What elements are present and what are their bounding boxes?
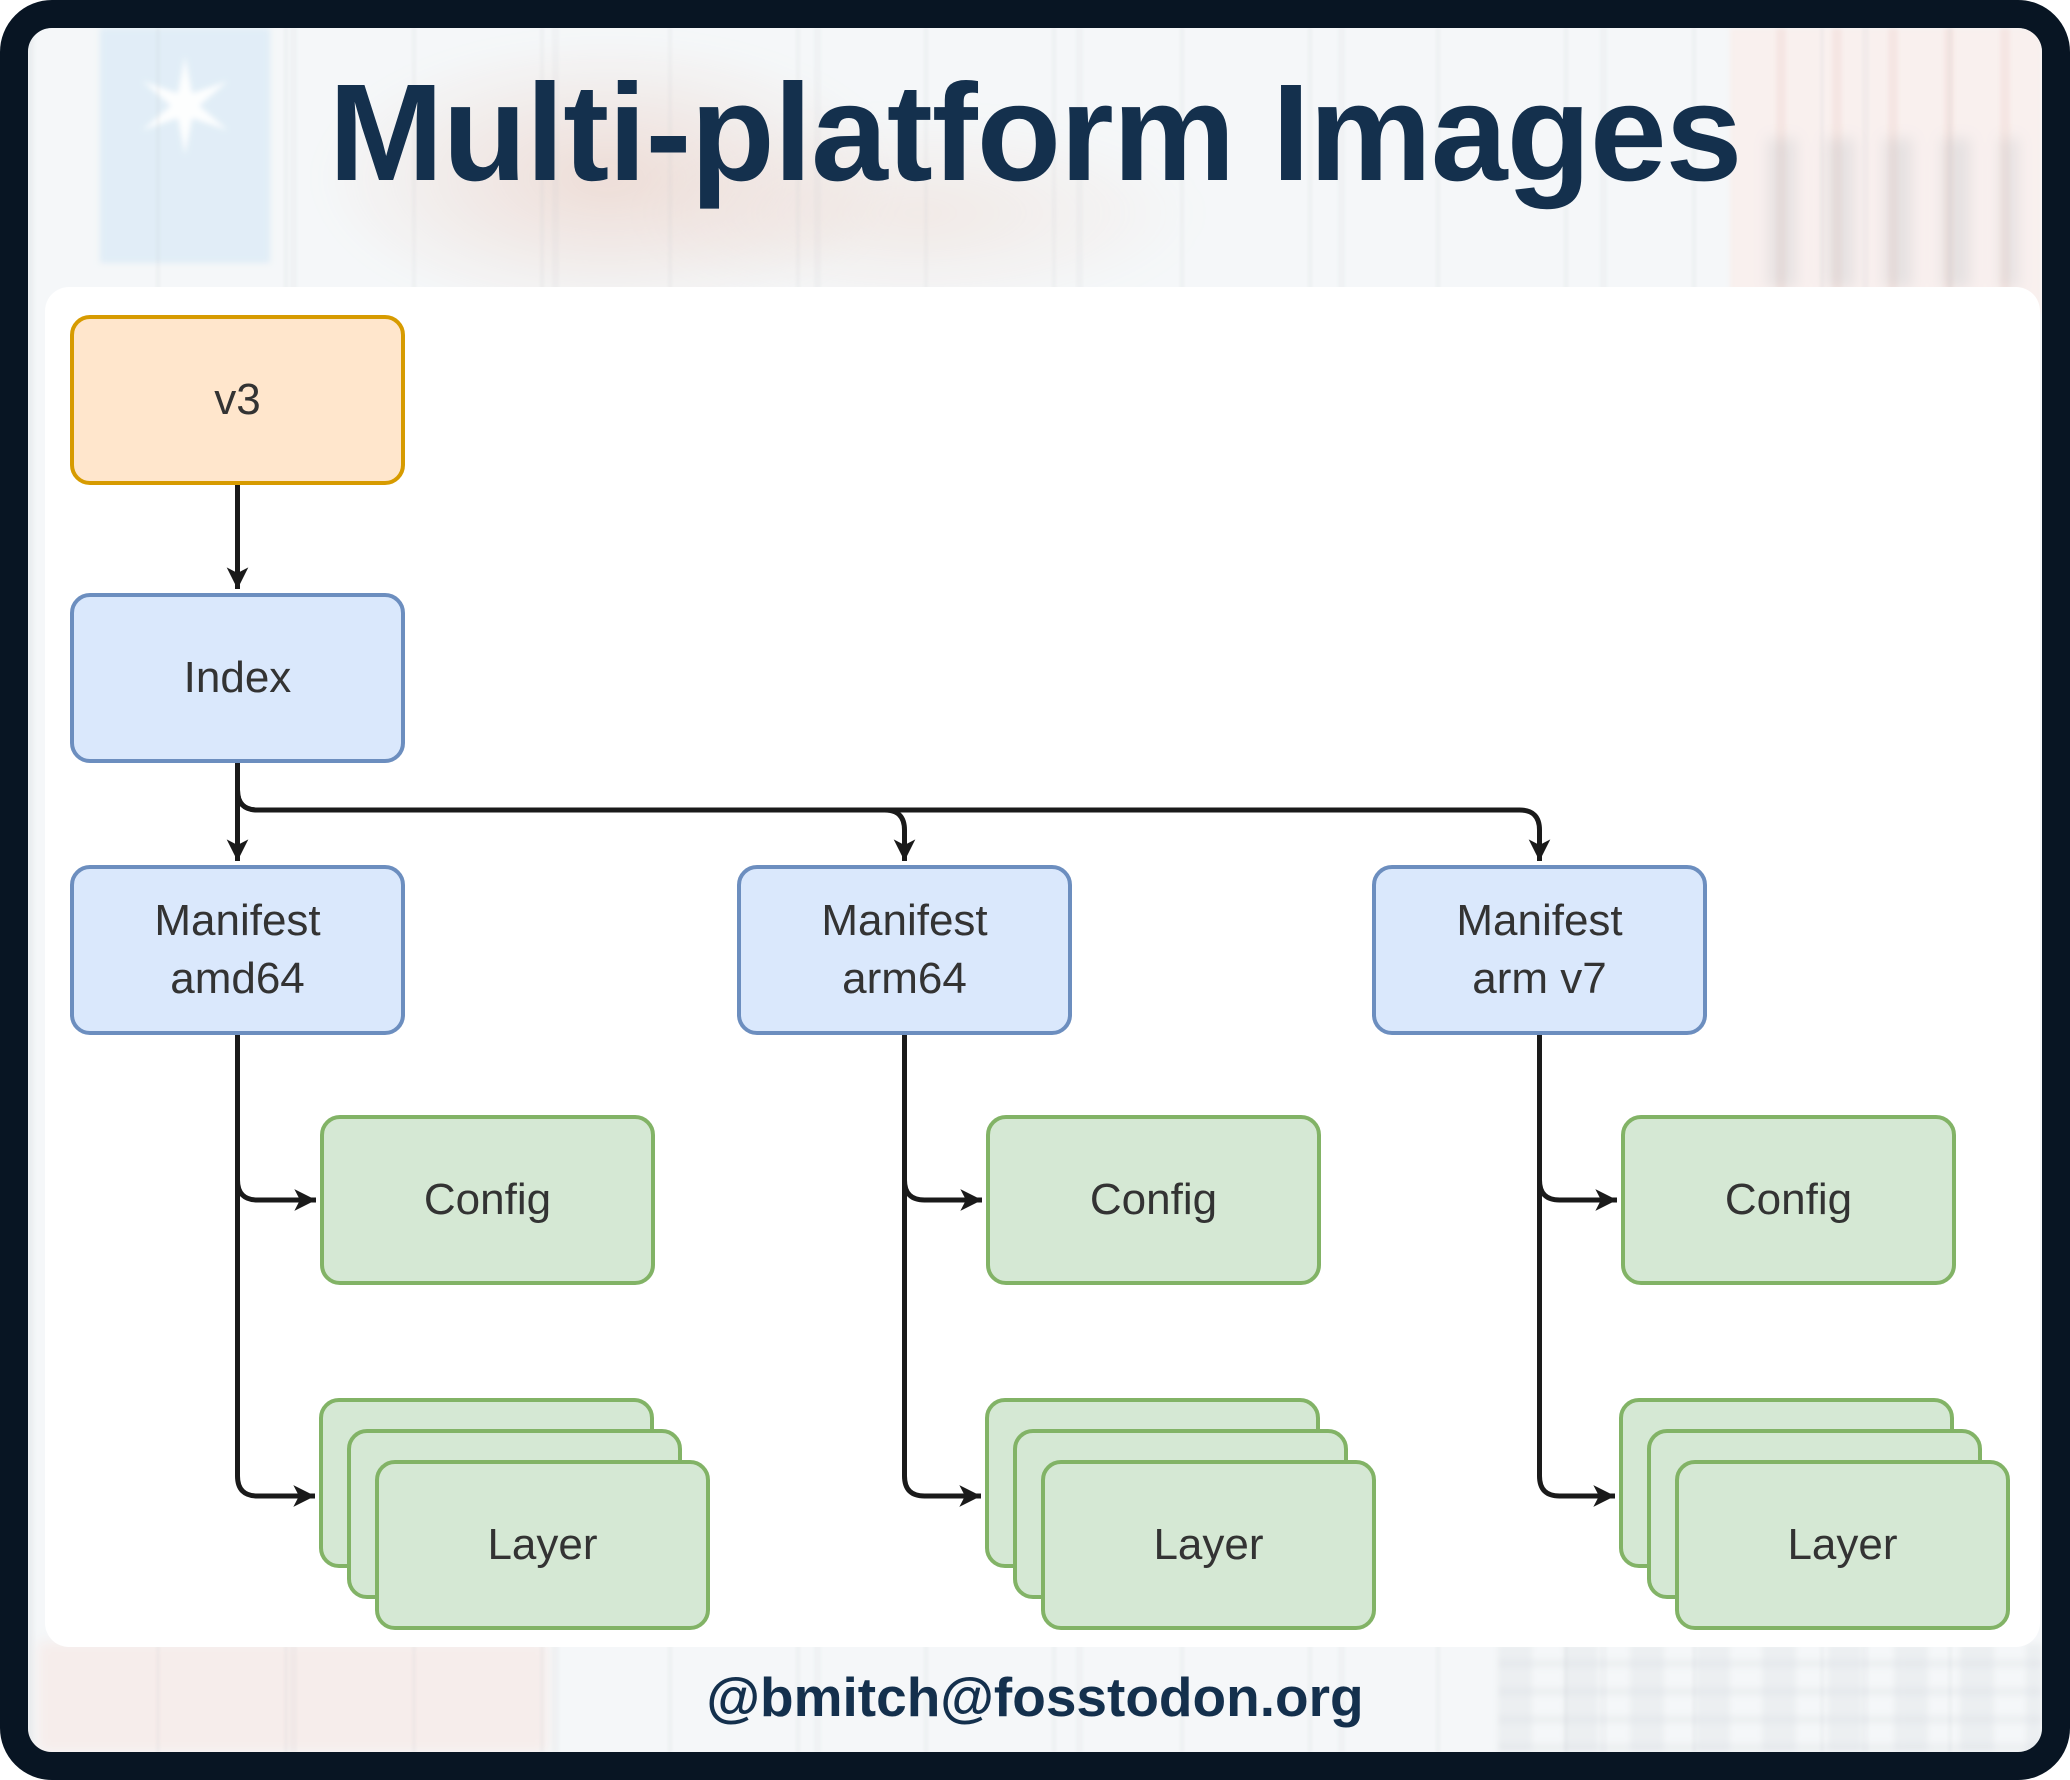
node-manifest-armv7: Manifest arm v7 [1372,865,1707,1035]
node-config-armv7-label: Config [1724,1174,1853,1224]
node-layer-armv7-front: Layer [1675,1460,2010,1630]
node-config-armv7: Config [1621,1115,1956,1285]
node-config-amd64: Config [320,1115,655,1285]
edge-index-manifest-armv7 [235,763,1551,861]
node-config-arm64-label: Config [1089,1174,1218,1224]
node-config-amd64-label: Config [423,1174,552,1224]
node-layer-armv7-label: Layer [1787,1519,1898,1569]
node-layer-arm64-label: Layer [1153,1519,1264,1569]
node-manifest-arm64-label: Manifest arm64 [821,895,988,1003]
node-layer-amd64-label: Layer [487,1519,598,1569]
node-index: Index [70,593,405,763]
node-index-label: Index [183,652,292,702]
node-layer-amd64-front: Layer [375,1460,710,1630]
node-v3-tag: v3 [70,315,405,485]
node-manifest-amd64-label: Manifest amd64 [154,895,321,1003]
edge-arm64-layers [902,1035,981,1507]
edge-amd64-layers [235,1035,315,1507]
connector-lines [226,485,1617,1507]
node-layer-arm64-front: Layer [1041,1460,1376,1630]
footer-handle: @bmitch@fosstodon.org [706,1666,1364,1728]
node-config-arm64: Config [986,1115,1321,1285]
node-manifest-arm64: Manifest arm64 [737,865,1072,1035]
node-manifest-armv7-label: Manifest arm v7 [1456,895,1623,1003]
diagram-panel: v3 Index Manifest amd64 Manifest arm64 M… [45,287,2040,1647]
edge-armv7-layers [1537,1035,1615,1507]
edge-arm64-config [902,1035,982,1211]
edge-amd64-config [235,1035,316,1211]
page-title: Multi-platform Images [328,56,1743,210]
node-v3-label: v3 [214,374,261,424]
edge-armv7-config [1537,1035,1617,1211]
node-manifest-amd64: Manifest amd64 [70,865,405,1035]
